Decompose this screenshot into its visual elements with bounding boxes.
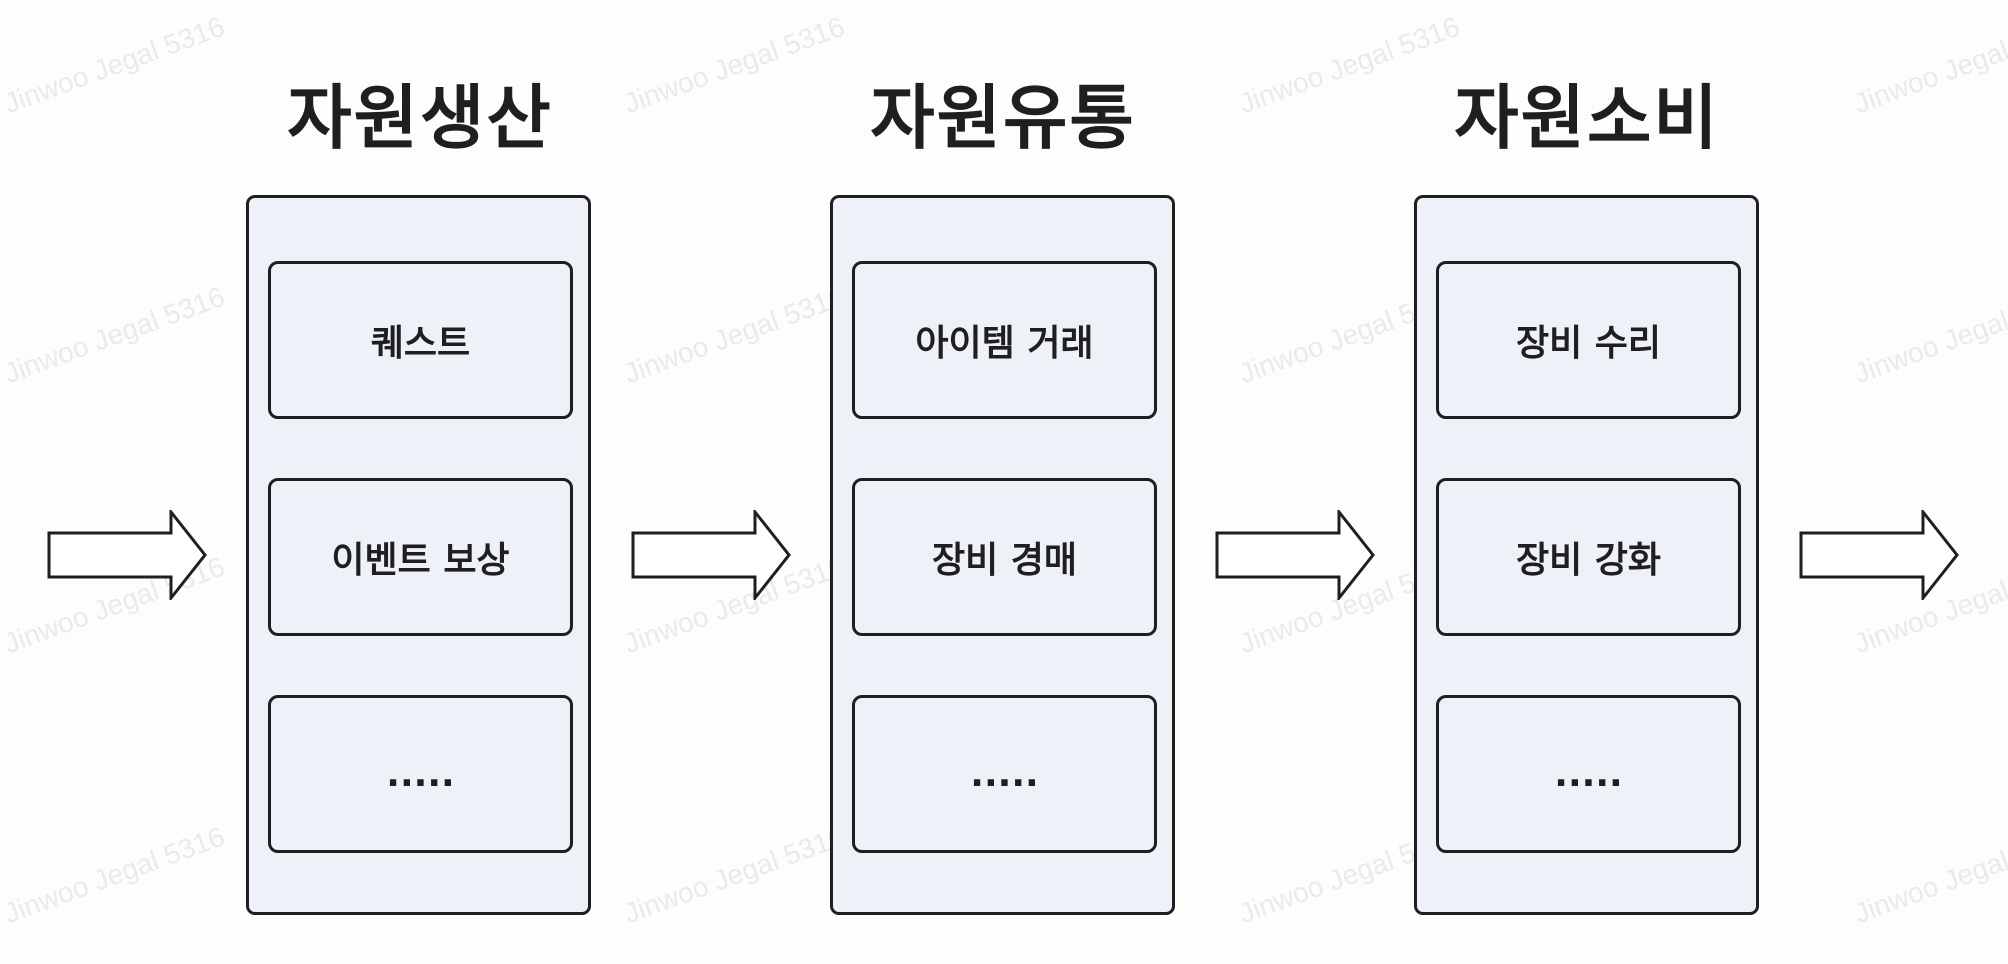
stage-item: 장비 강화 — [1436, 478, 1741, 636]
stage-item: 아이템 거래 — [852, 261, 1157, 419]
stage-box-consumption: 장비 수리 장비 강화 ..... — [1414, 195, 1759, 915]
stage-item-label: ..... — [1554, 753, 1623, 795]
stage-box-distribution: 아이템 거래 장비 경매 ..... — [830, 195, 1175, 915]
watermark: Jinwoo Jegal 5316 — [1850, 281, 2008, 390]
stage-item-label: 이벤트 보상 — [331, 540, 510, 581]
watermark: Jinwoo Jegal 5316 — [620, 280, 849, 390]
stage-item: 이벤트 보상 — [268, 478, 573, 636]
right-arrow-icon — [47, 510, 207, 600]
right-arrow-icon — [1215, 510, 1375, 600]
stage-item: ..... — [268, 695, 573, 853]
stage-box-production: 퀘스트 이벤트 보상 ..... — [246, 195, 591, 915]
stage-item-label: 장비 경매 — [931, 540, 1077, 581]
stage-item: ..... — [1436, 695, 1741, 853]
watermark: Jinwoo Jegal 5316 — [1850, 821, 2008, 930]
watermark: Jinwoo Jegal 5316 — [620, 10, 849, 120]
watermark: Jinwoo Jegal 5316 — [620, 820, 849, 930]
stage-item-label: 아이템 거래 — [915, 323, 1094, 364]
stage-item-label: ..... — [970, 753, 1039, 795]
stage-item: ..... — [852, 695, 1157, 853]
stage-item-label: 장비 강화 — [1515, 540, 1661, 581]
right-arrow-icon — [631, 510, 791, 600]
right-arrow-icon — [1799, 510, 1959, 600]
watermark: Jinwoo Jegal 5316 — [0, 10, 229, 120]
stage-item-label: 퀘스트 — [370, 323, 471, 364]
stage-item-label: ..... — [386, 753, 455, 795]
stage-item: 퀘스트 — [268, 261, 573, 419]
watermark: Jinwoo Jegal 5316 — [0, 280, 229, 390]
stage-item-label: 장비 수리 — [1515, 323, 1661, 364]
stage-title-consumption: 자원소비 — [1454, 77, 1720, 159]
watermark: Jinwoo Jegal 5316 — [1850, 11, 2008, 120]
stage-title-distribution: 자원유통 — [870, 77, 1136, 159]
stage-item: 장비 경매 — [852, 478, 1157, 636]
stage-item: 장비 수리 — [1436, 261, 1741, 419]
watermark: Jinwoo Jegal 5316 — [0, 820, 229, 930]
stage-title-production: 자원생산 — [287, 77, 553, 159]
